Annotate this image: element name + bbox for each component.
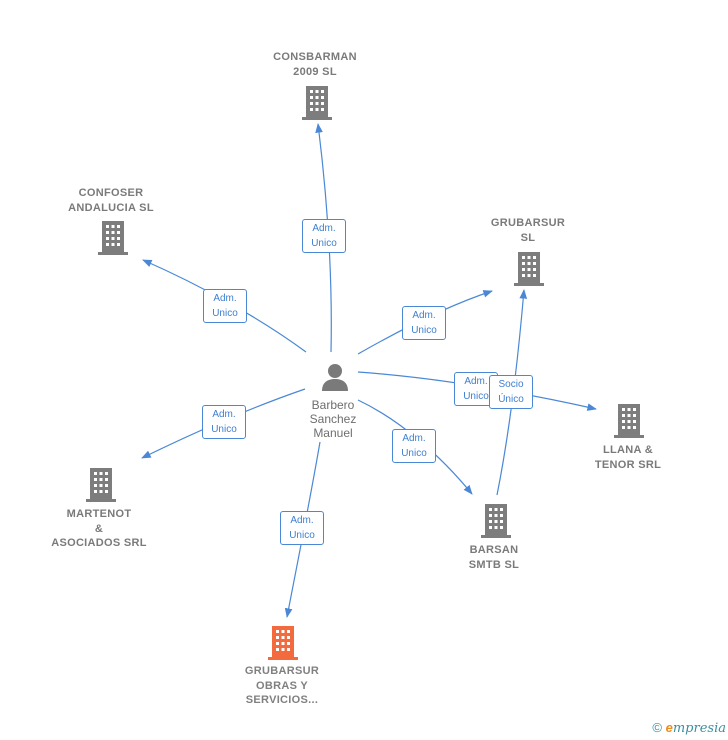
role-label: Adm. Unico [280,511,324,545]
role-label: Socio Único [489,375,533,409]
building-icon[interactable] [86,468,116,502]
building-icon[interactable] [98,221,128,255]
role-label: Adm. Unico [402,306,446,340]
building-icon[interactable] [614,404,644,438]
company-label-martenot[interactable]: MARTENOT & ASOCIADOS SRL [51,508,147,549]
company-label-consbarman[interactable]: CONSBARMAN 2009 SL [273,51,357,78]
company-label-confoser[interactable]: CONFOSER ANDALUCIA SL [68,187,154,214]
brand-logo-text: mpresia [672,721,726,736]
role-label: Adm. Unico [302,219,346,253]
company-label-llana[interactable]: LLANA & TENOR SRL [594,444,662,471]
company-label-grubarsur[interactable]: GRUBARSUR SL [490,217,566,244]
brand-logo-e: e [665,720,673,735]
building-icon[interactable] [481,504,511,538]
copyright-symbol: © [652,720,662,735]
role-label: Adm. Unico [392,429,436,463]
building-icon[interactable] [302,86,332,120]
role-label: Adm. Unico [203,289,247,323]
footer-brand: © empresia [652,720,726,736]
role-label: Adm. Unico [202,405,246,439]
building-icon[interactable] [268,626,298,660]
building-icon[interactable] [514,252,544,286]
company-label-grubarsur-obras[interactable]: GRUBARSUR OBRAS Y SERVICIOS... [244,665,320,706]
person-icon[interactable] [320,362,350,392]
center-person-name[interactable]: Barbero Sanchez Manuel [309,398,357,440]
company-label-barsan[interactable]: BARSAN SMTB SL [468,544,520,571]
